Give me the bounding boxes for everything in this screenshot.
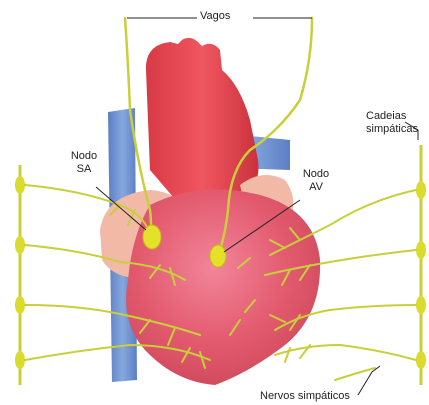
- sympathetic-chain-right: [416, 145, 426, 385]
- label-nodo-sa-line2: SA: [64, 163, 104, 176]
- label-vagos: Vagos: [200, 10, 230, 23]
- label-cadeias-line1: Cadeias: [366, 110, 429, 123]
- label-nodo-av-line2: AV: [296, 181, 336, 194]
- heart-ventricles: [126, 189, 320, 385]
- label-cadeias-simpaticas: Cadeias simpáticas: [366, 110, 429, 136]
- label-cadeias-line2: simpáticas: [366, 123, 429, 136]
- aorta: [146, 38, 259, 205]
- label-nodo-av-line1: Nodo: [296, 168, 336, 181]
- label-nervos-simpaticos: Nervos simpáticos: [260, 390, 350, 403]
- sympathetic-chain-left: [15, 165, 25, 385]
- av-node: [210, 245, 226, 267]
- label-nodo-sa: Nodo SA: [64, 150, 104, 176]
- label-nodo-sa-line1: Nodo: [64, 150, 104, 163]
- sa-node: [143, 225, 161, 249]
- label-nodo-av: Nodo AV: [296, 168, 336, 194]
